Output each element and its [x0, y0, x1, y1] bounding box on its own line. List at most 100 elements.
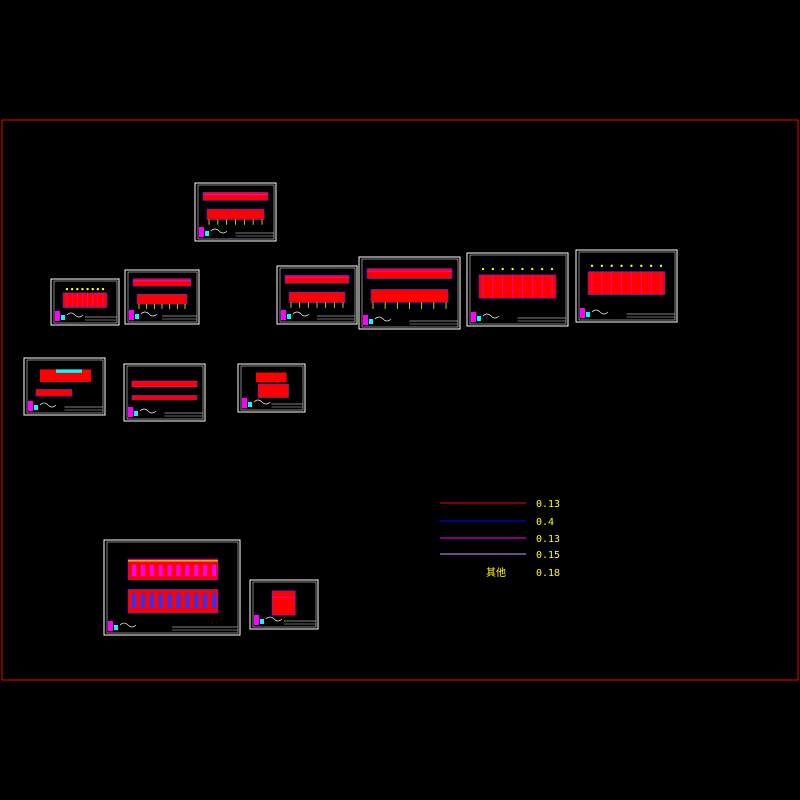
- sheet-inner-frame: [26, 359, 104, 414]
- grid-bubble: [521, 267, 524, 271]
- sheet-frame: [123, 363, 206, 422]
- grid-bubble: [65, 287, 69, 291]
- detail-block: [271, 590, 296, 616]
- sheet-inner-frame: [53, 280, 118, 324]
- key-plan-sketch: [119, 622, 137, 628]
- stamp-mark: [254, 615, 259, 625]
- section-strip: [35, 389, 72, 397]
- stamp-mark: [55, 311, 60, 321]
- sheet-inner-frame: [197, 184, 275, 240]
- stamp-mark: [199, 227, 204, 237]
- stamp-mark: [129, 310, 134, 320]
- key-plan-sketch: [253, 399, 271, 405]
- key-plan-sketch: [482, 313, 500, 319]
- stamp-mark: [205, 231, 209, 236]
- sheet-frame: [50, 278, 120, 326]
- stamp-mark: [114, 625, 118, 630]
- key-plan-sketch: [374, 316, 392, 322]
- sheet-frame: [358, 256, 461, 330]
- grid-bubble: [659, 264, 663, 268]
- sheet-frame: [103, 539, 241, 636]
- elevation-strip: [370, 289, 449, 303]
- window-bay: [158, 593, 163, 609]
- stamp-mark: [242, 398, 247, 408]
- sheet-bottom-large: [103, 539, 241, 636]
- window-bay: [176, 593, 181, 609]
- grid-bubble: [96, 287, 100, 291]
- stamp-mark: [248, 402, 252, 407]
- window-bay: [203, 593, 208, 609]
- sheet-top-center: [194, 182, 277, 242]
- sheet-frame: [237, 363, 306, 413]
- grid-bubble: [91, 287, 94, 291]
- legend-value-5: 0.18: [536, 568, 560, 579]
- window-bay: [212, 593, 216, 609]
- drawing-sheets: [23, 182, 678, 636]
- window-bay: [158, 564, 163, 577]
- lineweight-legend: 0.13 0.4 0.13 0.15 其他 0.18: [440, 499, 560, 579]
- elevation-strip: [131, 380, 198, 388]
- elevation-strip: [131, 395, 198, 401]
- elevation-strip: [136, 293, 188, 305]
- sheet-row3-3: [237, 363, 306, 413]
- sheet-frame: [23, 357, 106, 416]
- elevation-strip: [284, 274, 350, 284]
- sheet-inner-frame: [361, 258, 459, 328]
- sheet-inner-frame: [279, 267, 356, 323]
- window-bay: [203, 564, 208, 577]
- sheet-inner-frame: [106, 541, 239, 634]
- stamp-mark: [134, 411, 138, 416]
- window-bay: [212, 564, 216, 577]
- key-plan-sketch: [292, 311, 310, 317]
- key-plan-sketch: [591, 309, 609, 315]
- stamp-mark: [586, 312, 590, 317]
- elevation-block: [256, 372, 287, 383]
- window-bay: [149, 593, 154, 609]
- grid-bubble: [70, 287, 74, 291]
- elevation-block: [257, 383, 289, 398]
- grid-bubble: [501, 267, 504, 271]
- grid-bubble: [600, 264, 604, 268]
- elevation-strip: [132, 278, 192, 287]
- window-bay: [167, 564, 172, 577]
- stamp-mark: [28, 401, 33, 411]
- window-bay: [167, 593, 172, 609]
- window-bay: [132, 564, 136, 577]
- legend-value-4: 0.15: [536, 550, 560, 561]
- grid-bubble: [540, 267, 544, 271]
- window-bay: [176, 564, 181, 577]
- stamp-mark: [471, 312, 476, 322]
- stamp-mark: [580, 308, 585, 318]
- stamp-mark: [363, 315, 368, 325]
- key-plan-sketch: [140, 311, 158, 317]
- key-plan-sketch: [39, 402, 57, 408]
- grid-bubble: [610, 264, 613, 268]
- sheet-row3-1: [23, 357, 106, 416]
- grid-bubble: [620, 264, 623, 268]
- model-space-border: [1, 119, 799, 681]
- sheet-frame: [249, 579, 319, 630]
- sheet-bottom-small: [249, 579, 319, 630]
- roof-band: [56, 369, 82, 373]
- stamp-mark: [260, 619, 264, 624]
- sheet-frame: [575, 249, 678, 323]
- window-bay: [140, 564, 145, 577]
- window-bay: [132, 593, 136, 609]
- legend-label-other: 其他: [486, 566, 506, 579]
- key-plan-sketch: [66, 312, 84, 318]
- legend-value-3: 0.13: [536, 534, 560, 545]
- sheet-row3-2: [123, 363, 206, 422]
- sheet-row2-1: [50, 278, 120, 326]
- sheet-row2-2: [124, 269, 200, 325]
- legend-value-2: 0.4: [536, 517, 554, 528]
- sheet-inner-frame: [578, 251, 676, 321]
- stamp-mark: [61, 315, 65, 320]
- grid-bubble: [86, 287, 89, 291]
- sheet-inner-frame: [469, 254, 567, 325]
- elevation-block: [587, 271, 666, 295]
- sheet-frame: [276, 265, 358, 325]
- sheet-row2-3: [276, 265, 358, 325]
- sheet-inner-frame: [127, 271, 198, 323]
- sheet-row2-6: [575, 249, 678, 323]
- stamp-mark: [369, 319, 373, 324]
